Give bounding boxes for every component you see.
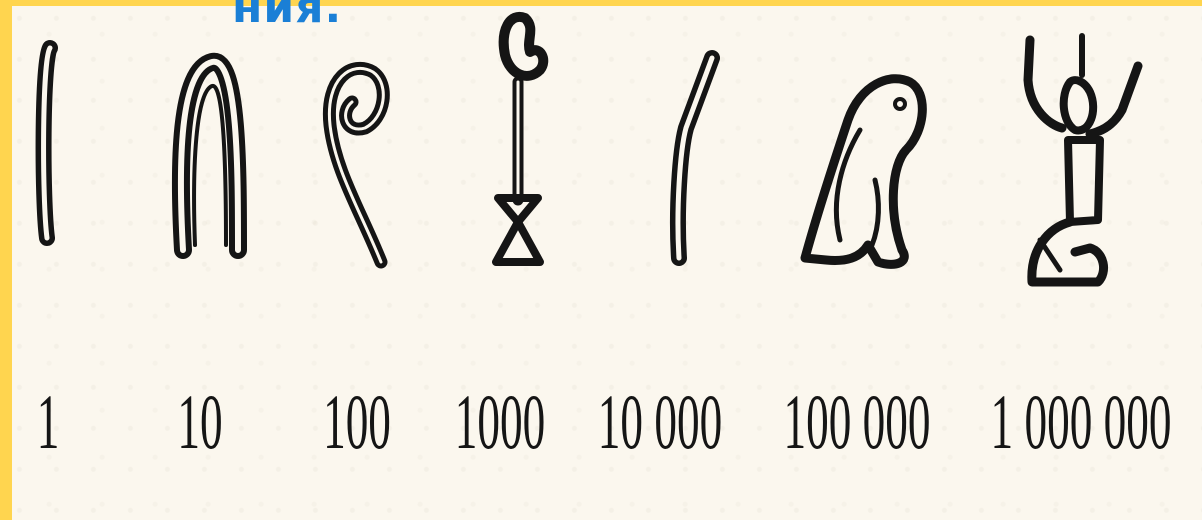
kneeling-god-heh-icon [1028,36,1138,282]
numeral-1000: 1000 [465,372,535,472]
numeral-1000000: 1 000 000 [1018,372,1144,472]
numeral-10: 10 [177,372,223,472]
bent-finger-icon [678,58,712,258]
numeral-10000: 10 000 [614,372,707,472]
numeral-100000: 100 000 [802,372,912,472]
stroke-icon [44,48,50,238]
lotus-flower-icon [496,17,543,262]
heel-bone-icon [181,62,238,250]
numeral-1: 1 [31,372,66,472]
frog-icon [805,79,922,265]
numeral-100: 100 [325,372,389,472]
coil-of-rope-icon [329,68,383,262]
